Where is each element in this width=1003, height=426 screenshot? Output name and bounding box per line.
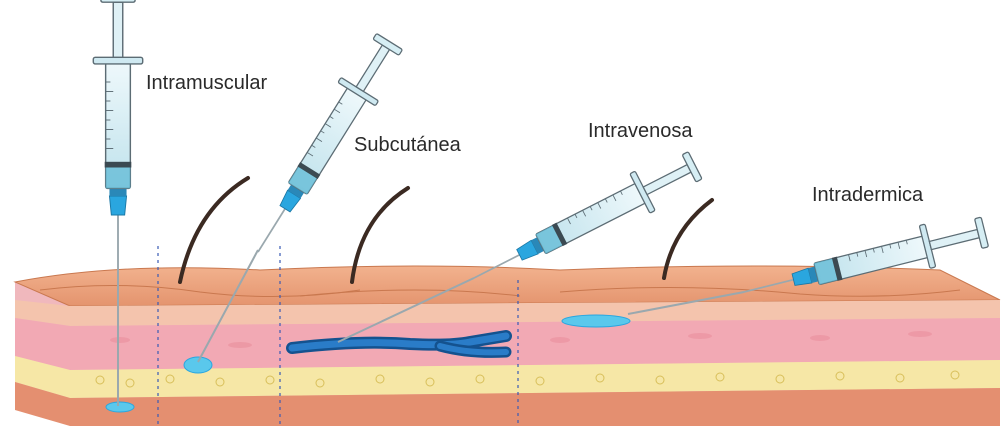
subcutanea-drop	[184, 357, 212, 373]
skin-cross-section	[15, 266, 1000, 426]
intramuscular-drop	[106, 402, 134, 412]
label-intradermica: Intradermica	[812, 184, 923, 207]
intradermica-drop	[562, 315, 630, 327]
label-subcutanea: Subcutánea	[354, 134, 461, 157]
label-intramuscular: Intramuscular	[146, 72, 267, 95]
label-intravenosa: Intravenosa	[588, 120, 693, 143]
